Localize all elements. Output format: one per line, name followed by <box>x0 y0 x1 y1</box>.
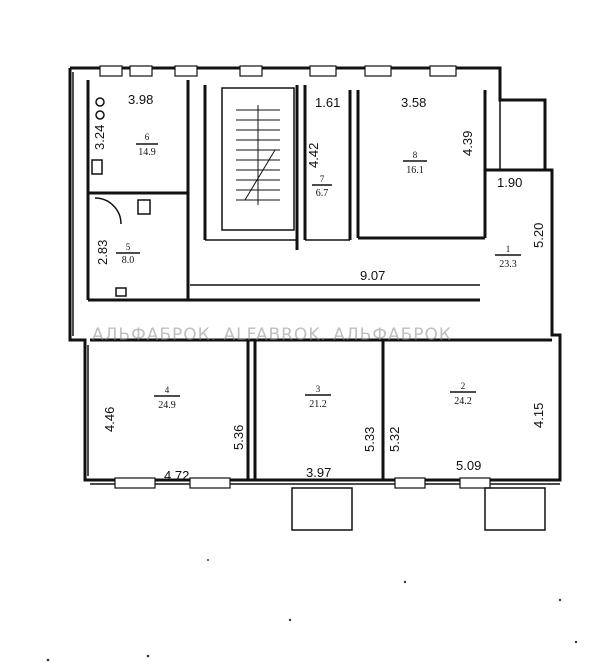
dim-1-90: 1.90 <box>497 175 522 190</box>
dim-5-32: 5.32 <box>387 427 402 452</box>
dim-3-97: 3.97 <box>306 465 331 480</box>
room-3-number: 3 <box>316 384 321 394</box>
dim-2-83: 2.83 <box>95 240 110 265</box>
dim-4-46: 4.46 <box>102 407 117 432</box>
room-4-area: 24.9 <box>158 400 176 411</box>
scan-noise <box>46 559 578 662</box>
room-1-area: 23.3 <box>499 259 517 270</box>
dimension-labels: 3.98 3.24 1.61 4.42 3.58 4.39 1.90 5.20 … <box>92 92 546 483</box>
room-labels: 6 14.9 5 8.0 7 6.7 8 16.1 1 23.3 4 24.9 … <box>116 132 521 411</box>
room-8-area: 16.1 <box>406 165 424 176</box>
windows <box>99 65 546 531</box>
dim-4-42: 4.42 <box>306 143 321 168</box>
room-7-number: 7 <box>320 174 325 184</box>
dim-5-33: 5.33 <box>362 427 377 452</box>
bathroom-fixtures <box>91 97 151 297</box>
room-4-number: 4 <box>165 385 170 395</box>
room-2-number: 2 <box>461 381 466 391</box>
dim-9-07: 9.07 <box>360 268 385 283</box>
dim-5-36: 5.36 <box>231 425 246 450</box>
room-6-area: 14.9 <box>138 147 156 158</box>
room-5-area: 8.0 <box>122 255 135 266</box>
room-1-number: 1 <box>506 244 511 254</box>
dim-4-72: 4.72 <box>164 468 189 483</box>
dim-3-24: 3.24 <box>92 125 107 150</box>
watermark: АЛЬФАБРОК. ALFABROK. АЛЬФАБРОК <box>92 325 452 345</box>
room-7-area: 6.7 <box>316 188 329 199</box>
interior-walls <box>86 80 552 480</box>
room-2-area: 24.2 <box>454 396 472 407</box>
dim-1-61: 1.61 <box>315 95 340 110</box>
dim-3-98: 3.98 <box>128 92 153 107</box>
room-3-area: 21.2 <box>309 399 327 410</box>
room-6-number: 6 <box>145 132 150 142</box>
room-5-number: 5 <box>126 242 131 252</box>
stair-treads <box>236 105 280 205</box>
dim-5-20: 5.20 <box>531 223 546 248</box>
dim-4-15: 4.15 <box>531 403 546 428</box>
dim-4-39: 4.39 <box>460 131 475 156</box>
dim-5-09: 5.09 <box>456 458 481 473</box>
room-8-number: 8 <box>413 150 418 160</box>
dim-3-58: 3.58 <box>401 95 426 110</box>
